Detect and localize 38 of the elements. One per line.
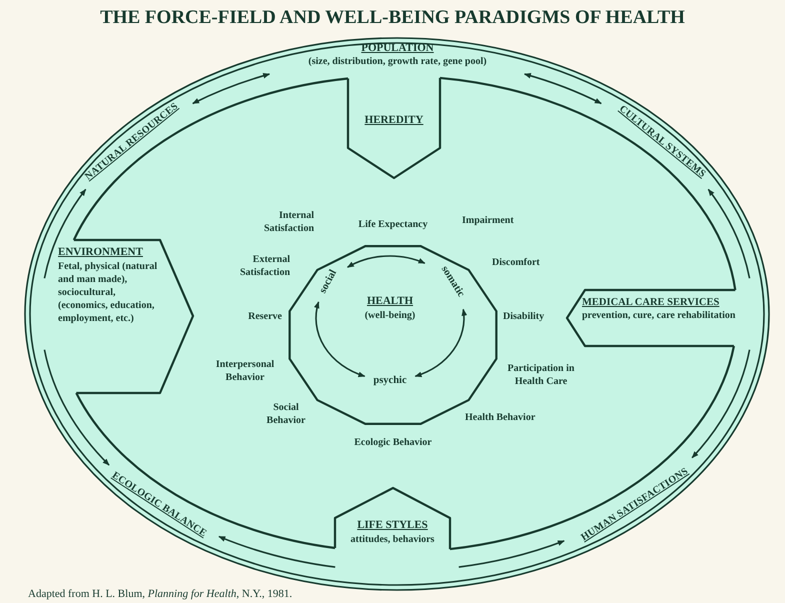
outcome-label: Internal Satisfaction [263,210,314,235]
arrow [708,188,750,278]
arrow [44,350,110,466]
description: (size, distribution, growth rate, gene pool) [308,56,487,68]
heading: HEREDITY [364,114,424,128]
heading: LIFE STYLES [357,519,428,533]
caption: Adapted from H. L. Blum, Planning for Health, N.Y., 1981. [28,589,292,600]
outcome-label: Participation in Health Care [506,363,576,388]
arrow [192,73,270,104]
description: attitudes, behaviors [350,532,434,546]
description: Fetal, physical (natural and man made), sociocultural, (economics, education, employment, etc.) [58,260,158,325]
heading: ENVIRONMENT [58,246,143,260]
outcome-label: Discomfort [492,257,541,270]
heading: POPULATION [361,42,434,56]
arrow [218,536,336,568]
outcome-label: Health Behavior [465,412,536,424]
outcome-label: Social Behavior [266,402,306,427]
outcome-label: Impairment [462,215,515,228]
cycle-label: social [318,268,340,296]
arrow [314,301,366,378]
outcome-label: Life Expectancy [357,219,429,232]
arrow [692,350,750,458]
description: prevention, cure, care rehabilitation [582,309,736,322]
arrow [524,73,602,104]
outcome-label: Ecologic Behavior [353,437,433,450]
outcome-label: Reserve [247,311,282,324]
title: THE FORCE-FIELD AND WELL-BEING PARADIGMS OF HEALTH [99,6,686,30]
cycle-label: psychic [373,376,407,386]
arrow [346,255,426,268]
outcome-label: Interpersonal Behavior [214,359,276,384]
outcome-label: External Satisfaction [239,254,290,279]
arrow [414,308,467,378]
heading: MEDICAL CARE SERVICES [582,296,720,310]
arrow [458,540,565,568]
arrow [44,188,86,278]
description: (well-being) [364,308,416,322]
outcome-label: Disability [503,311,546,324]
heading: HEALTH [366,295,414,309]
